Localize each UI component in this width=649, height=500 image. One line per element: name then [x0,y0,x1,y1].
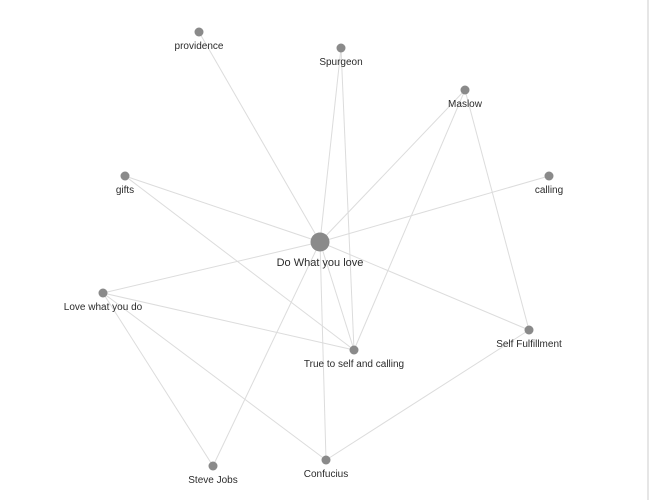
node-providence[interactable]: providence [175,27,224,53]
node-steve-jobs[interactable]: Steve Jobs [188,461,238,487]
node-dot[interactable] [524,325,534,335]
node-label[interactable]: providence [175,41,224,52]
node-dot[interactable] [336,43,346,53]
node-true-to-self[interactable]: True to self and calling [304,345,404,371]
node-label[interactable]: gifts [116,185,134,196]
edge-do-what-you-love-spurgeon [319,47,342,243]
node-label[interactable]: Confucius [304,469,348,480]
edge-self-fulfillment-confucius [325,329,530,461]
node-confucius[interactable]: Confucius [304,455,348,481]
nodes-layer: Do What you love providenceSpurgeonMaslow… [64,27,563,487]
node-dot[interactable] [194,27,204,37]
edge-do-what-you-love-confucius [319,241,327,461]
edge-spurgeon-true-to-self [340,47,355,351]
edge-do-what-you-love-true-to-self [319,241,355,351]
edge-love-what-you-do-steve-jobs [102,292,214,467]
node-dot[interactable] [98,288,108,298]
node-label[interactable]: Maslow [448,99,483,110]
node-label[interactable]: Steve Jobs [188,475,237,486]
node-dot[interactable] [544,171,554,181]
edge-do-what-you-love-maslow [319,89,466,243]
edge-gifts-true-to-self [124,175,355,351]
node-label[interactable]: Love what you do [64,302,143,313]
edge-love-what-you-do-true-to-self [102,292,355,351]
edge-do-what-you-love-gifts [124,175,321,243]
node-dot[interactable] [460,85,470,95]
edge-love-what-you-do-confucius [102,292,327,461]
node-dot[interactable] [321,455,331,465]
edge-do-what-you-love-steve-jobs [212,241,321,467]
node-maslow[interactable]: Maslow [448,85,483,111]
node-dot[interactable] [208,461,218,471]
edge-maslow-true-to-self [353,89,466,351]
node-label[interactable]: calling [535,185,563,196]
node-dot[interactable] [120,171,130,181]
node-label[interactable]: Self Fulfillment [496,339,562,350]
pane-divider[interactable] [647,0,649,500]
edge-do-what-you-love-calling [319,175,550,243]
edge-maslow-self-fulfillment [464,89,530,331]
edges-layer [102,31,550,467]
edge-do-what-you-love-love-what-you-do [102,241,321,294]
node-label[interactable]: Spurgeon [319,57,362,68]
node-do-what-you-love[interactable]: Do What you love [277,232,364,270]
node-spurgeon[interactable]: Spurgeon [319,43,363,69]
node-label[interactable]: Do What you love [277,257,364,269]
node-dot[interactable] [310,232,330,252]
edge-do-what-you-love-providence [198,31,321,243]
node-dot[interactable] [349,345,359,355]
node-label[interactable]: True to self and calling [304,359,404,370]
edge-do-what-you-love-self-fulfillment [319,241,530,331]
node-love-what-you-do[interactable]: Love what you do [64,288,143,314]
node-gifts[interactable]: gifts [116,171,134,197]
node-calling[interactable]: calling [535,171,563,197]
node-self-fulfillment[interactable]: Self Fulfillment [496,325,562,351]
